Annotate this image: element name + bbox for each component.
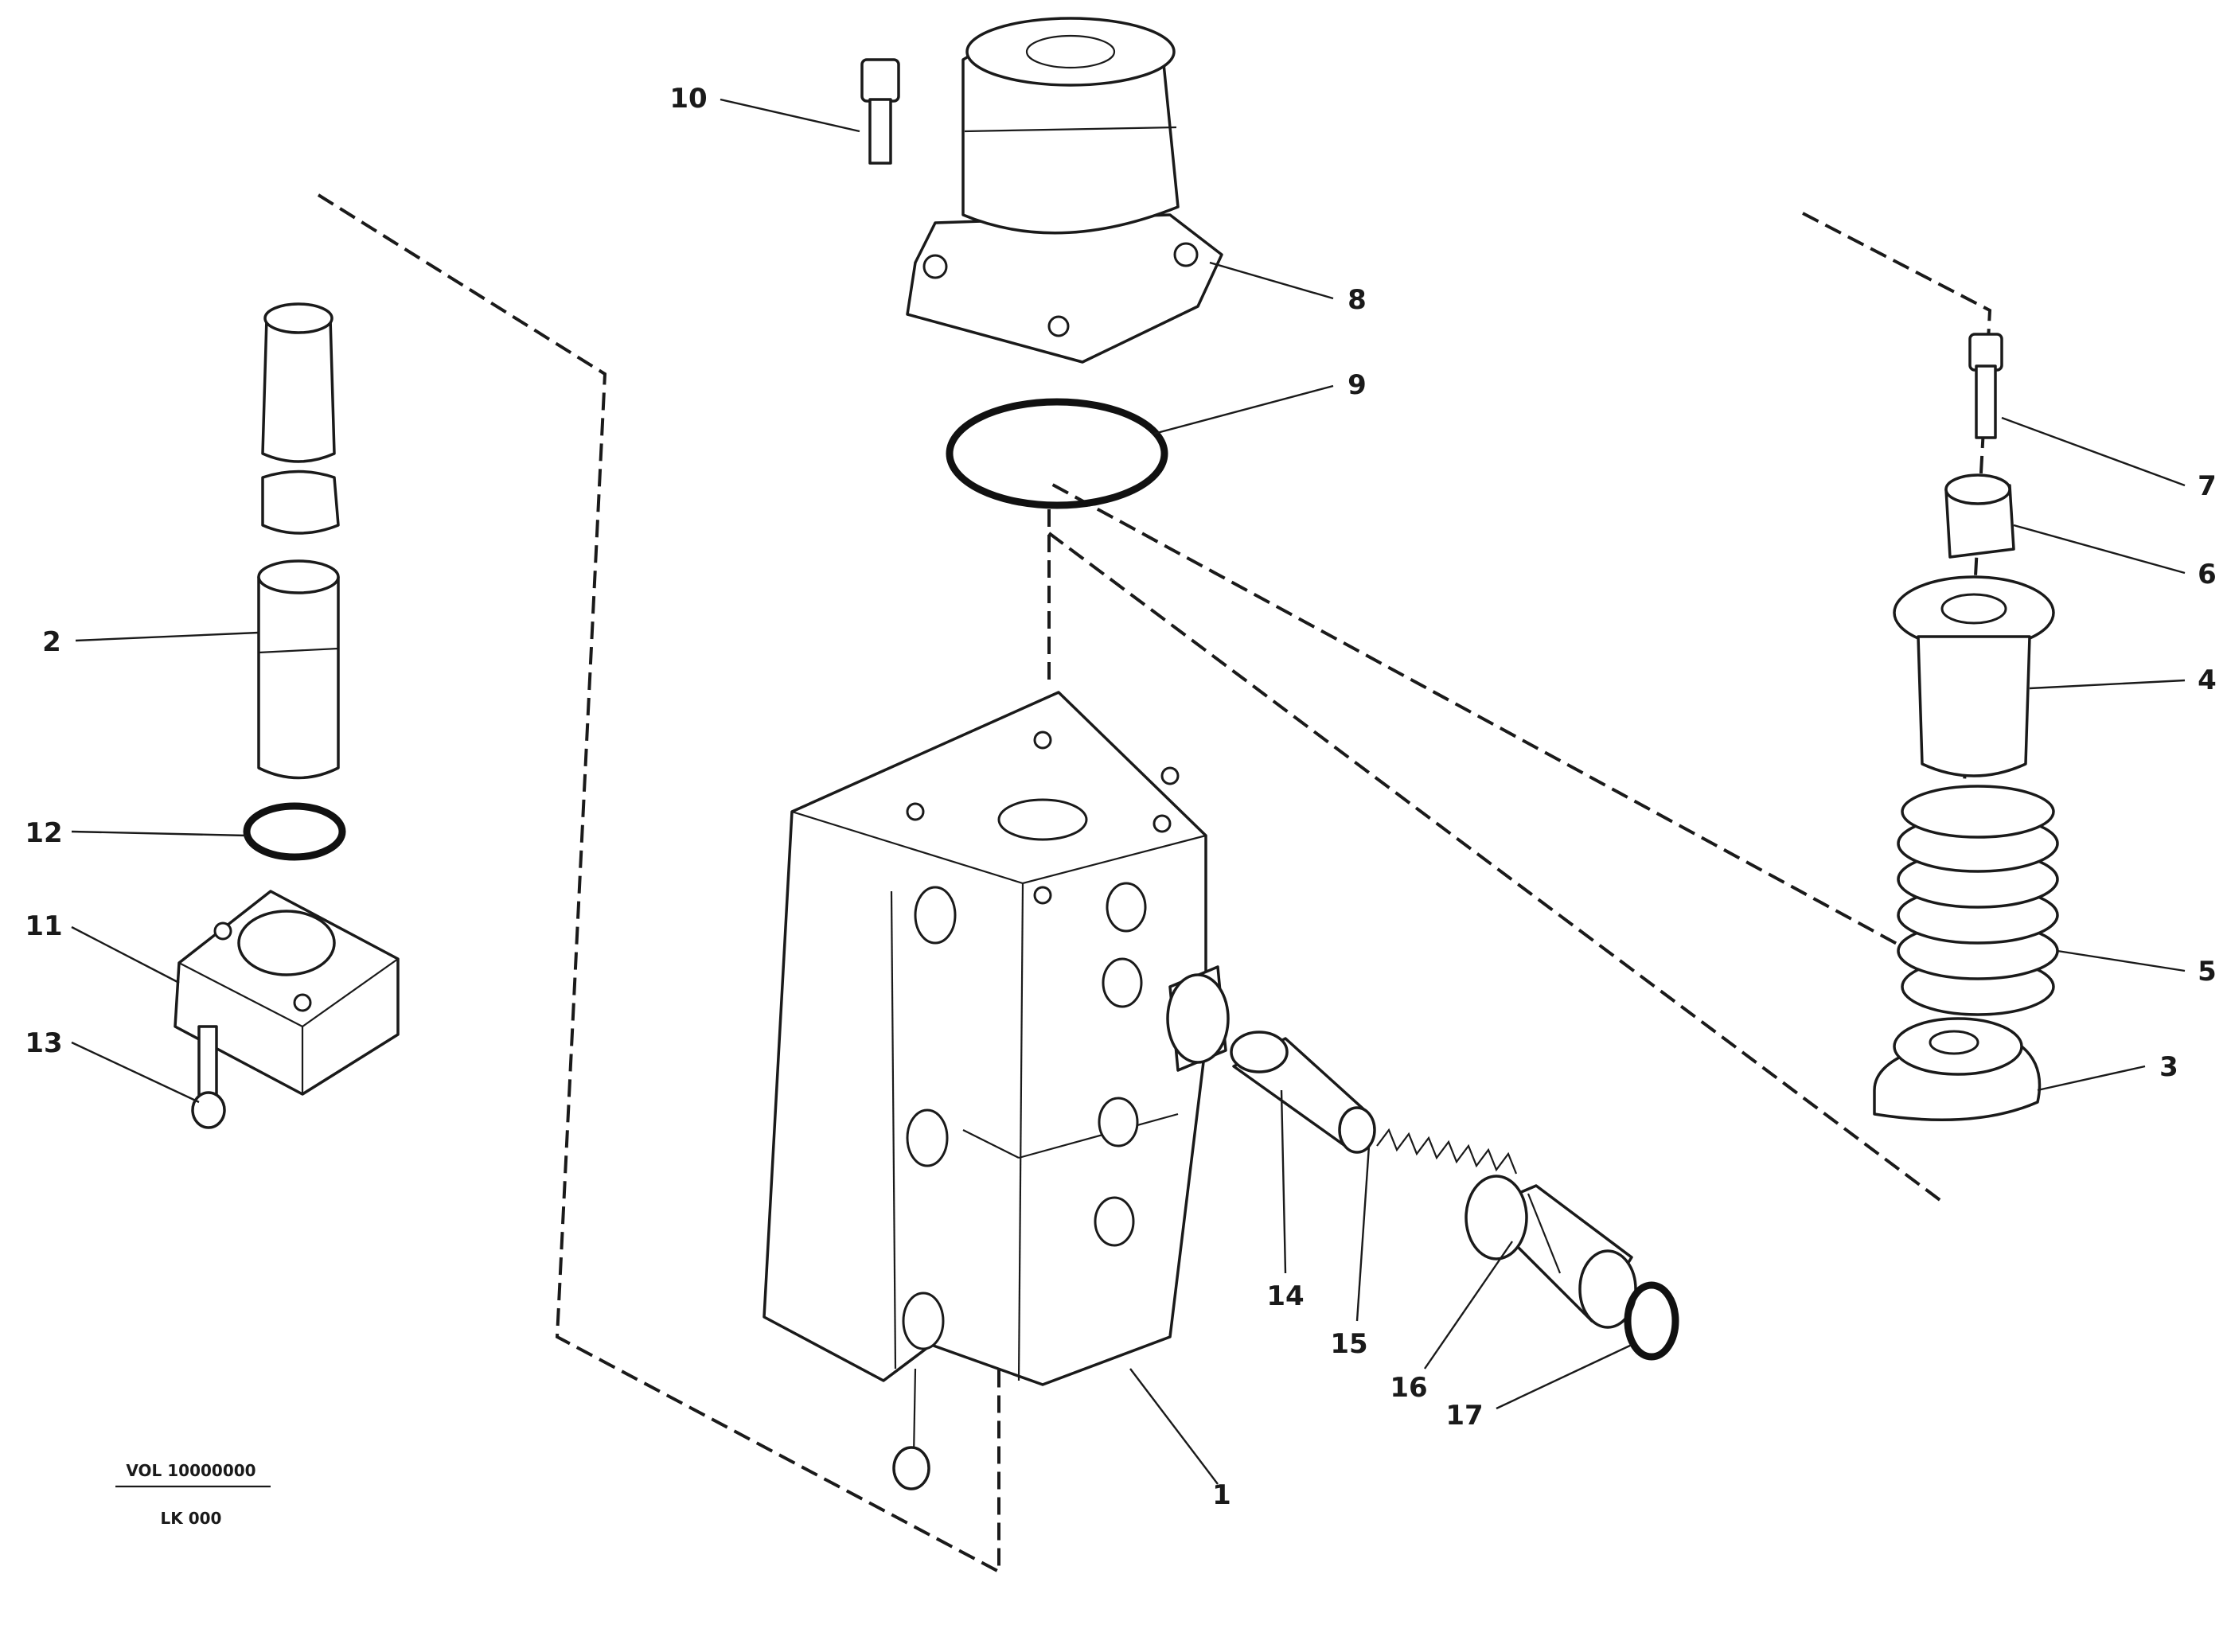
part-12-o-ring bbox=[243, 802, 346, 861]
part-5-spring bbox=[1897, 785, 2059, 1016]
callout-6: 6 bbox=[2198, 559, 2217, 590]
callout-10: 10 bbox=[669, 83, 707, 115]
part-15-spring bbox=[1376, 1128, 1518, 1175]
callout-16: 16 bbox=[1390, 1372, 1427, 1404]
callout-15: 15 bbox=[1330, 1328, 1367, 1360]
part-2-spool-assembly bbox=[257, 302, 340, 780]
leader-lines bbox=[71, 98, 2186, 1485]
callout-12: 12 bbox=[25, 817, 62, 849]
callout-5: 5 bbox=[2198, 956, 2217, 988]
callout-11: 11 bbox=[25, 910, 62, 942]
part-3-spring-seat bbox=[1873, 1017, 2042, 1121]
part-6-nut bbox=[1944, 473, 2015, 559]
part-4-spring-guide bbox=[1893, 575, 2055, 777]
stamp-line-2: LK 000 bbox=[161, 1509, 222, 1528]
callout-13: 13 bbox=[25, 1027, 62, 1059]
part-7-screw bbox=[1968, 333, 2003, 439]
callout-2: 2 bbox=[42, 626, 61, 658]
callout-4: 4 bbox=[2198, 664, 2217, 696]
drawing-stamp: VOL 10000000 LK 000 bbox=[115, 1461, 271, 1528]
part-9-o-ring bbox=[946, 398, 1168, 509]
stamp-line-1: VOL 10000000 bbox=[126, 1461, 255, 1480]
block-bottom-bolt bbox=[892, 1368, 930, 1490]
part-16-piston bbox=[1465, 1175, 1637, 1329]
callout-14: 14 bbox=[1266, 1280, 1304, 1312]
callout-9: 9 bbox=[1348, 369, 1367, 401]
callout-17: 17 bbox=[1445, 1400, 1483, 1432]
callout-8: 8 bbox=[1348, 284, 1367, 316]
part-10-bolt bbox=[860, 58, 900, 165]
callout-1: 1 bbox=[1212, 1479, 1231, 1511]
callout-labels: 10 8 9 7 6 4 5 3 2 12 11 13 14 15 16 17 … bbox=[25, 83, 2217, 1511]
part-11-cover-plate bbox=[174, 890, 400, 1096]
part-8-cover bbox=[906, 17, 1223, 364]
part-17-o-ring bbox=[1624, 1281, 1679, 1361]
callout-7: 7 bbox=[2198, 470, 2217, 502]
part-1-valve-block bbox=[762, 691, 1230, 1386]
part-14-plug bbox=[1230, 1031, 1376, 1154]
callout-3: 3 bbox=[2159, 1051, 2178, 1083]
part-13-bolt bbox=[191, 1025, 226, 1129]
